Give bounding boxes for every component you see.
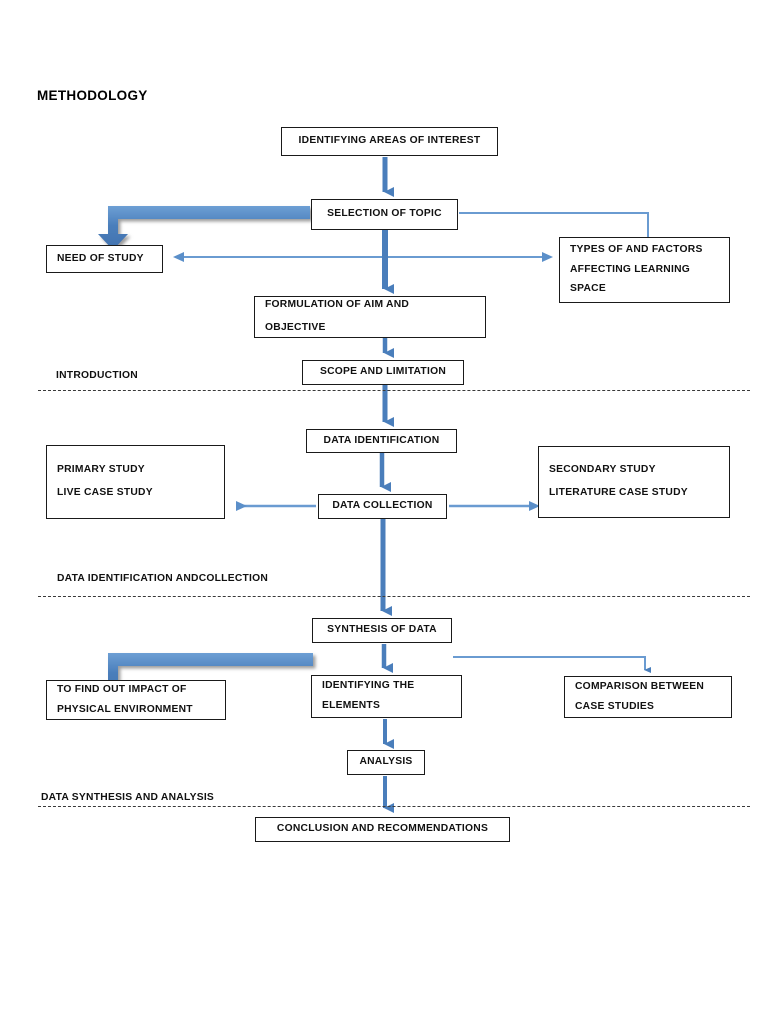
node-data-collection[interactable]: DATA COLLECTION <box>318 494 447 519</box>
node-line: PHYSICAL ENVIRONMENT <box>57 703 193 715</box>
section-label-data-synthesis: DATA SYNTHESIS AND ANALYSIS <box>41 792 215 803</box>
node-line: NEED OF STUDY <box>57 252 144 264</box>
node-secondary-study[interactable]: SECONDARY STUDY LITERATURE CASE STUDY <box>538 446 730 518</box>
node-line: ANALYSIS <box>359 756 413 768</box>
node-line: AFFECTING LEARNING <box>570 263 691 275</box>
node-line: SECONDARY STUDY <box>549 464 656 476</box>
node-need-of-study[interactable]: NEED OF STUDY <box>46 245 163 273</box>
node-analysis[interactable]: ANALYSIS <box>347 750 425 775</box>
section-divider-data-identification <box>38 596 750 597</box>
node-identifying-areas-of-interest[interactable]: IDENTIFYING AREAS OF INTEREST <box>281 127 498 156</box>
node-conclusion-and-recommendations[interactable]: CONCLUSION AND RECOMMENDATIONS <box>255 817 510 842</box>
node-find-out-impact[interactable]: TO FIND OUT IMPACT OF PHYSICAL ENVIRONME… <box>46 680 226 720</box>
node-line: DATA IDENTIFICATION <box>323 434 440 446</box>
node-line: SCOPE AND LIMITATION <box>319 366 447 378</box>
node-identifying-the-elements[interactable]: IDENTIFYING THE ELEMENTS <box>311 675 462 718</box>
section-divider-introduction <box>38 390 750 391</box>
node-line: CASE STUDIES <box>575 700 655 712</box>
node-line: PRIMARY STUDY <box>57 464 145 476</box>
node-types-and-factors[interactable]: TYPES OF AND FACTORS AFFECTING LEARNING … <box>559 237 730 303</box>
node-line: CONCLUSION AND RECOMMENDATIONS <box>276 823 489 835</box>
node-line: COMPARISON BETWEEN <box>575 680 705 692</box>
node-synthesis-of-data[interactable]: SYNTHESIS OF DATA <box>312 618 452 643</box>
node-line: SPACE <box>570 283 606 295</box>
node-line: ELEMENTS <box>322 700 381 711</box>
edge-selection-to-need-thick <box>98 206 310 250</box>
section-divider-data-synthesis <box>38 806 750 807</box>
node-formulation-of-aim-and-objective[interactable]: FORMULATION OF AIM AND OBJECTIVE <box>254 296 486 338</box>
node-line: SELECTION OF TOPIC <box>327 208 442 220</box>
node-line: IDENTIFYING AREAS OF INTEREST <box>298 135 481 147</box>
edge-synthesis-to-comparison <box>453 656 651 673</box>
page-title: METHODOLOGY <box>37 88 148 103</box>
node-primary-study[interactable]: PRIMARY STUDY LIVE CASE STUDY <box>46 445 225 519</box>
node-scope-and-limitation[interactable]: SCOPE AND LIMITATION <box>302 360 464 385</box>
node-line: LITERATURE CASE STUDY <box>549 487 688 498</box>
node-line: OBJECTIVE <box>265 322 326 333</box>
section-label-data-identification: DATA IDENTIFICATION ANDCOLLECTION <box>57 573 269 584</box>
node-data-identification[interactable]: DATA IDENTIFICATION <box>306 429 457 453</box>
edge-synthesis-to-impact-thick <box>98 653 313 697</box>
node-comparison-between-case-studies[interactable]: COMPARISON BETWEEN CASE STUDIES <box>564 676 732 718</box>
node-line: DATA COLLECTION <box>332 500 433 512</box>
node-line: TYPES OF AND FACTORS <box>570 243 703 255</box>
node-line: IDENTIFYING THE <box>322 680 415 692</box>
edge-selection-to-types <box>459 212 654 243</box>
node-line: FORMULATION OF AIM AND <box>265 299 410 311</box>
node-line: TO FIND OUT IMPACT OF <box>57 683 187 695</box>
node-selection-of-topic[interactable]: SELECTION OF TOPIC <box>311 199 458 230</box>
node-line: SYNTHESIS OF DATA <box>327 624 437 636</box>
node-line: LIVE CASE STUDY <box>57 487 153 498</box>
section-label-introduction: INTRODUCTION <box>56 370 138 381</box>
